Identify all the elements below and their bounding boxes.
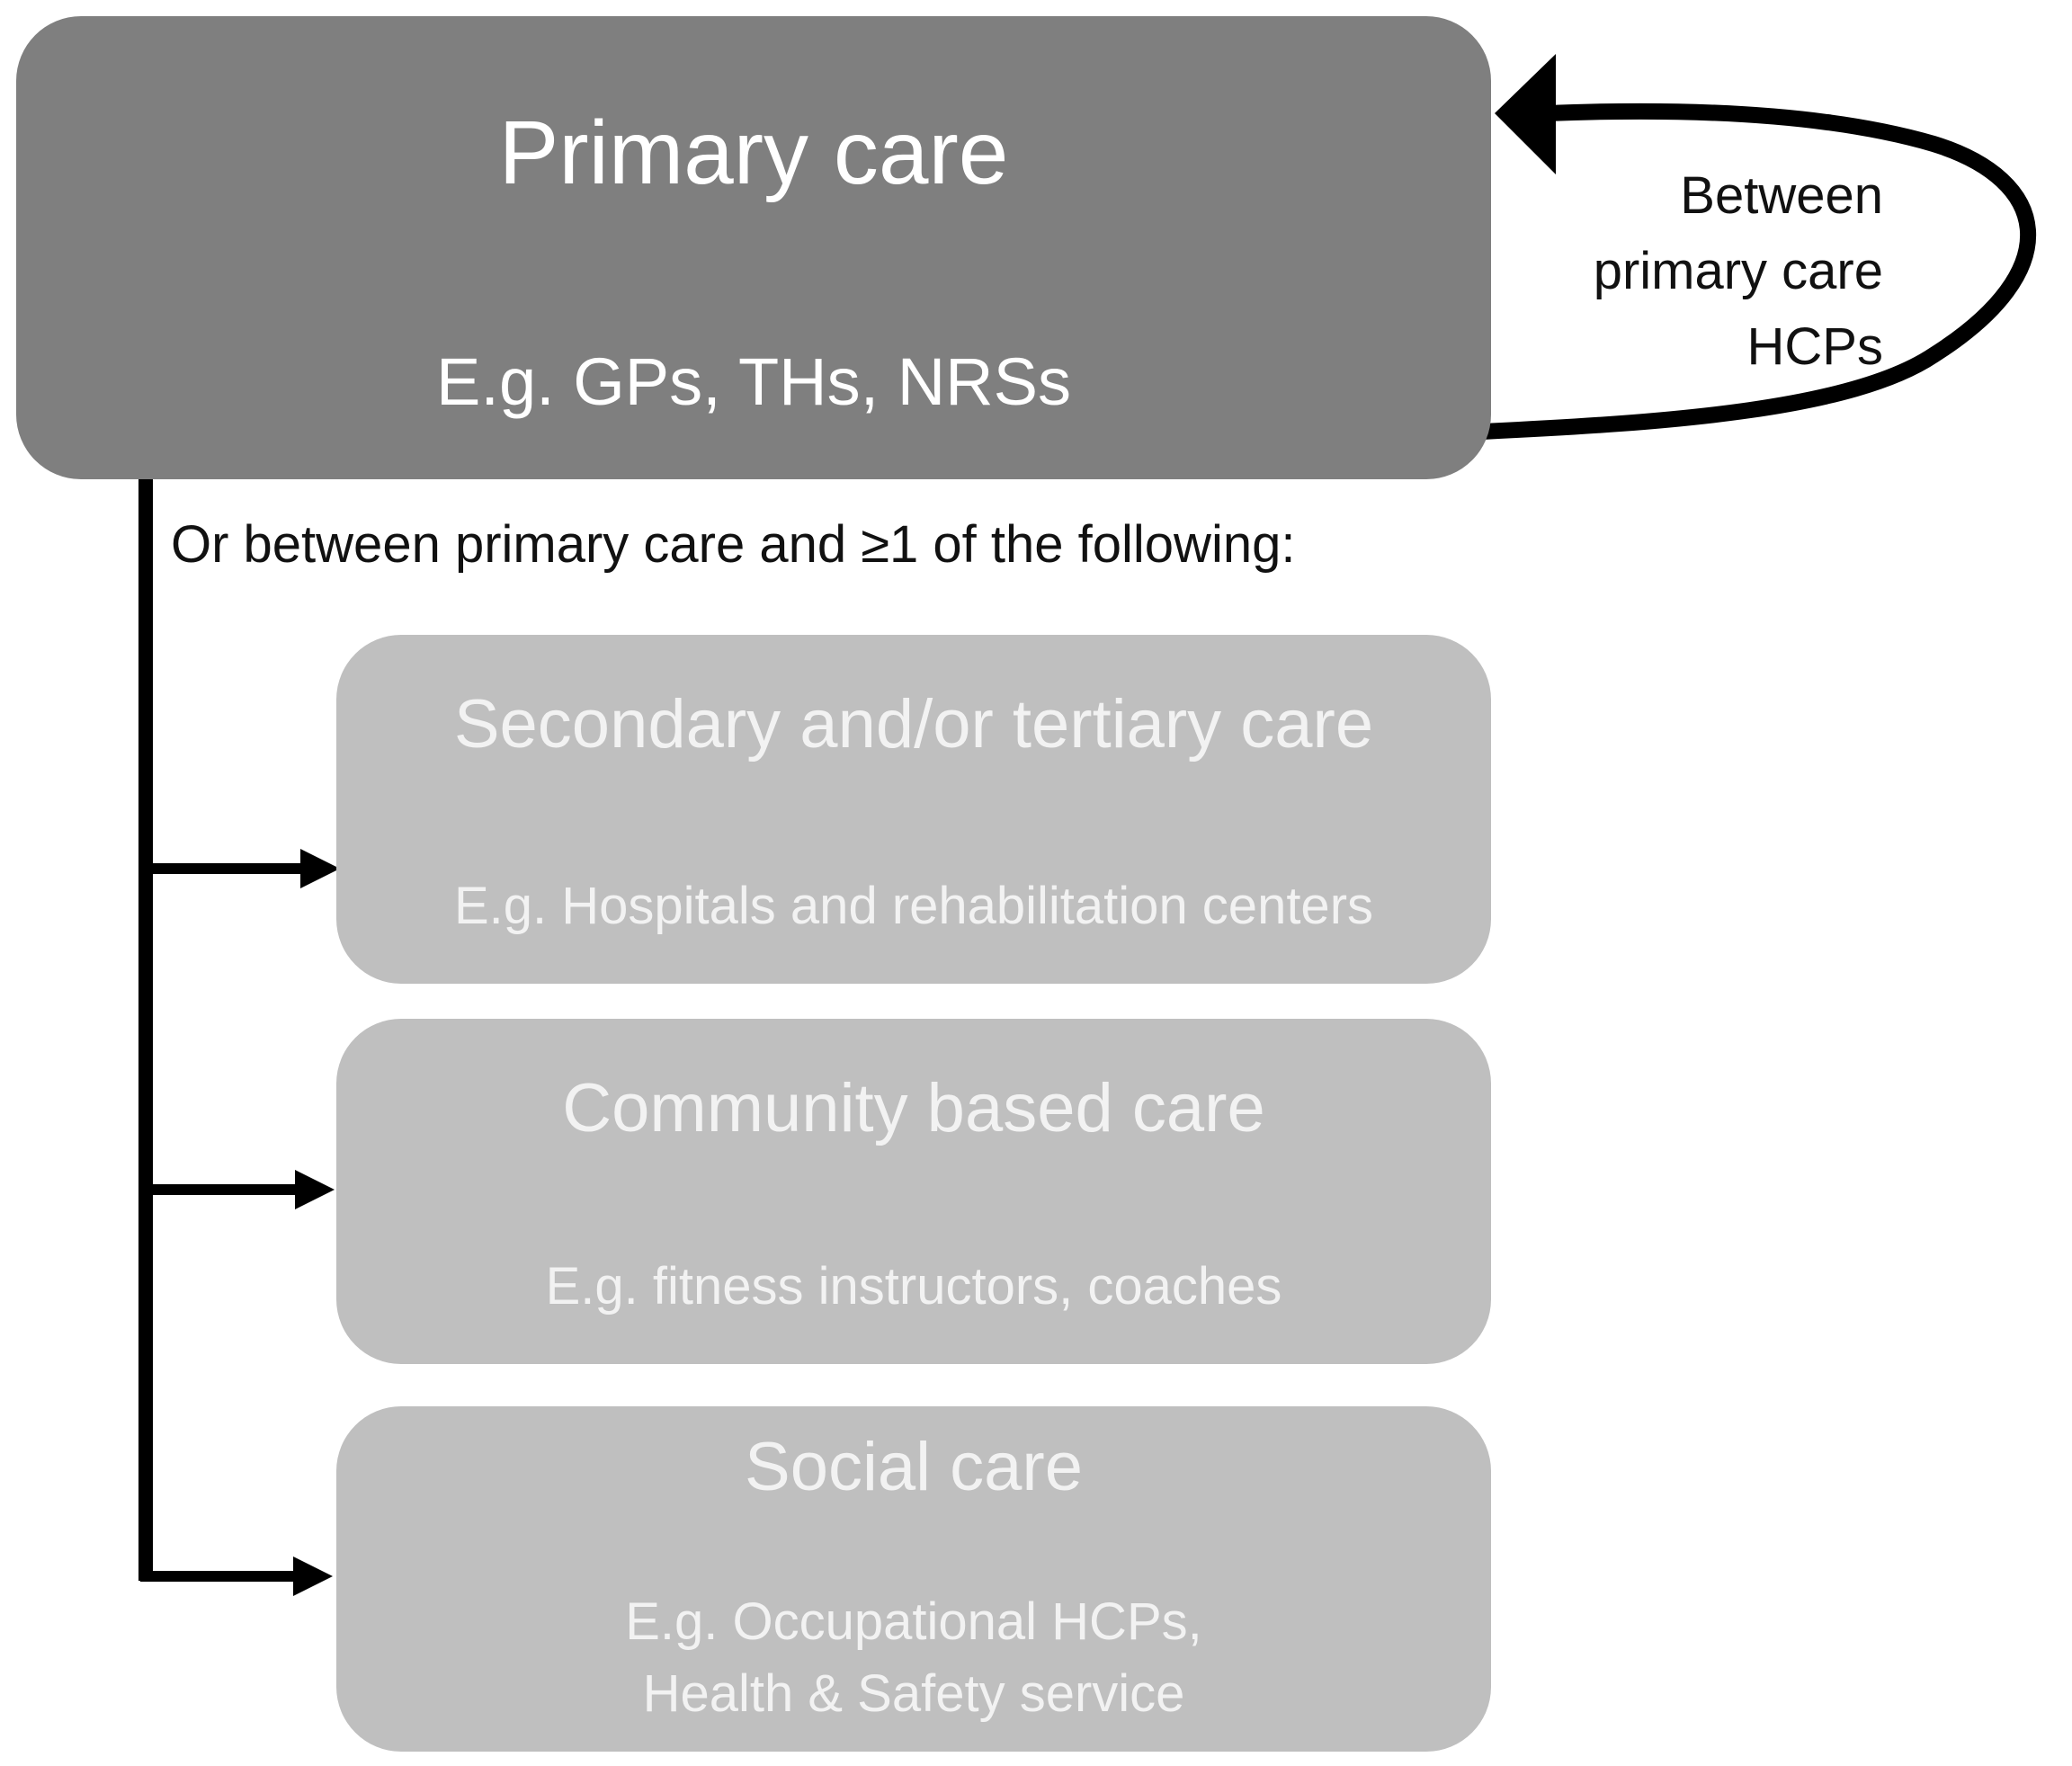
primary-care-example: E.g. GPs, THs, NRSs [436, 344, 1071, 419]
secondary-tertiary-care-example: E.g. Hospitals and rehabilitation center… [453, 877, 1374, 935]
social-care-example-line: Health & Safety service [642, 1664, 1185, 1723]
self-loop-arrowhead [1495, 54, 1556, 174]
social-care-title: Social care [745, 1429, 1083, 1505]
branch-arrowhead-social [293, 1556, 333, 1596]
self-loop-label-line: HCPs [1746, 317, 1883, 376]
branch-arrowhead-secondary [300, 849, 340, 888]
community-based-care-box: Community based care E.g. fitness instru… [336, 1019, 1491, 1364]
community-based-care-example: E.g. fitness instructors, coaches [545, 1257, 1282, 1316]
primary-care-title: Primary care [498, 103, 1009, 203]
secondary-tertiary-care-box: Secondary and/or tertiary care E.g. Hosp… [336, 635, 1491, 984]
self-loop-label-line: Between [1680, 166, 1883, 225]
self-loop-label-line: primary care [1593, 242, 1883, 300]
self-loop-arrow [1474, 103, 2037, 440]
branch-arrowhead-community [295, 1170, 335, 1209]
secondary-tertiary-care-title: Secondary and/or tertiary care [453, 686, 1374, 763]
social-care-example-line: E.g. Occupational HCPs, [625, 1592, 1202, 1651]
community-based-care-title: Community based care [562, 1070, 1265, 1146]
self-loop-label: Between primary care HCPs [1475, 158, 1883, 385]
social-care-box: Social care E.g. Occupational HCPs, Heal… [336, 1406, 1491, 1752]
primary-care-box: Primary care E.g. GPs, THs, NRSs [16, 16, 1491, 479]
branch-intro-text: Or between primary care and ≥1 of the fo… [171, 515, 1296, 574]
social-care-example: E.g. Occupational HCPs, Health & Safety … [336, 1586, 1491, 1730]
